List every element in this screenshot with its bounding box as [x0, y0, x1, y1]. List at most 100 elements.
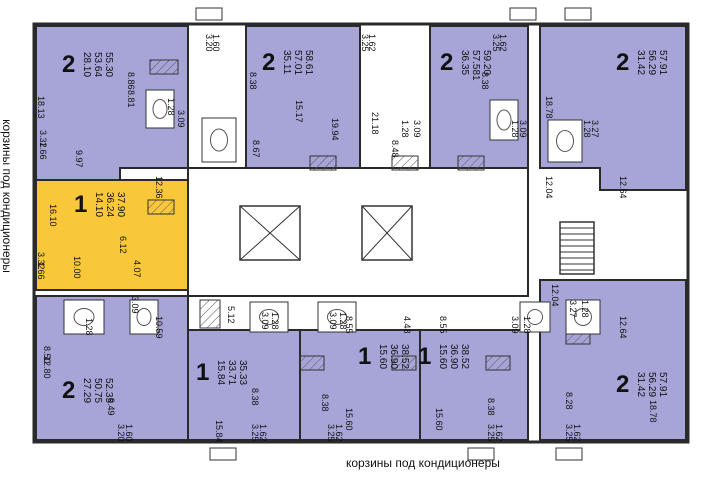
room-area-label: 3.09: [412, 120, 422, 138]
room-area-label: 16.10: [48, 204, 58, 227]
room-area-label: 12.36: [154, 176, 164, 199]
apartment-area-value: 36.24: [104, 192, 115, 217]
room-area-label: 9.97: [74, 150, 84, 168]
apartment-room-count: 2: [262, 49, 275, 76]
room-area-label: 9.49: [106, 398, 116, 416]
room-area-label: 8.38: [320, 394, 330, 412]
apartment-area-value: 50.75: [92, 378, 103, 403]
room-area-label: 1.60: [124, 424, 134, 442]
room-area-label: 3.32: [38, 130, 48, 148]
apartment-room-count: 1: [358, 343, 371, 370]
room-area-label: 8.86: [126, 72, 136, 90]
room-area-label: 1.28: [580, 300, 590, 318]
room-area-label: 5.12: [226, 306, 236, 324]
apartment-area-value: 59.20: [481, 50, 492, 75]
staircase-icon: [559, 221, 595, 275]
room-area-label: 12.64: [618, 176, 628, 199]
room-area-label: 18.13: [36, 96, 46, 119]
room-area-label: 15.60: [434, 408, 444, 431]
apartment-room-count: 1: [196, 359, 209, 386]
room-area-label: 12.04: [544, 176, 554, 199]
room-area-label: 1.28: [400, 120, 410, 138]
room-area-label: 8.38: [486, 398, 496, 416]
room-area-label: 8.38: [248, 72, 258, 90]
room-area-label: 8.55: [438, 316, 448, 334]
apartment-area-value: 36.90: [388, 344, 399, 369]
apartment-room-count: 2: [616, 371, 629, 398]
room-area-label: 15.17: [294, 100, 304, 123]
room-area-label: 8.28: [564, 392, 574, 410]
room-area-label: 3.09: [328, 312, 338, 330]
apartment-area-value: 52.35: [103, 378, 114, 403]
room-area-label: 8.38: [480, 72, 490, 90]
room-area-label: 3.27: [590, 120, 600, 138]
room-area-label: 3.27: [568, 300, 578, 318]
room-area-label: 3.32: [36, 252, 46, 270]
room-area-label: 8.50: [42, 346, 52, 364]
apartment-area-value: 37.90: [115, 192, 126, 217]
room-area-label: 1.28: [582, 120, 592, 138]
room-area-label: 8.81: [126, 90, 136, 108]
room-area-label: 3.20: [116, 424, 126, 442]
room-area-label: 3.09: [130, 296, 140, 314]
room-area-label: 1.62: [572, 424, 582, 442]
elevator-icon: [239, 205, 413, 261]
room-area-label: 18.78: [544, 96, 554, 119]
apartment-room-count: 2: [440, 49, 453, 76]
apartment-area-value: 35.33: [237, 360, 248, 385]
room-area-label: 1.60: [211, 34, 221, 52]
room-area-label: 21.18: [370, 112, 380, 135]
room-area-label: 8.55: [344, 316, 354, 334]
apartment-a2[interactable]: [245, 25, 361, 169]
apartment-area-value: 57.581: [470, 50, 481, 81]
apartment-area-value: 35.11: [281, 50, 292, 75]
room-area-label: 3.09: [260, 312, 270, 330]
room-area-label: 1.62: [258, 424, 268, 442]
room-area-label: 1.62: [334, 424, 344, 442]
room-area-label: 1.28: [84, 318, 94, 336]
corridor: [187, 167, 529, 297]
room-area-label: 6.12: [118, 236, 128, 254]
room-area-label: 1.62: [367, 34, 377, 52]
apartment-room-count: 2: [62, 377, 75, 404]
room-area-label: 10.00: [72, 256, 82, 279]
room-area-label: 12.64: [618, 316, 628, 339]
apartment-area-value: 38.52: [459, 344, 470, 369]
room-area-label: 1.28: [166, 98, 176, 116]
room-area-label: 3.25: [486, 424, 496, 442]
room-area-label: 3.25: [360, 34, 370, 52]
room-area-label: 18.78: [648, 400, 658, 423]
apartment-area-value: 15.60: [437, 344, 448, 369]
room-area-label: 4.48: [402, 316, 412, 334]
apartment-area-value: 57.01: [292, 50, 303, 75]
apartment-room-count: 1: [418, 343, 431, 370]
apartment-area-value: 15.84: [215, 360, 226, 385]
apartment-area-value: 15.60: [377, 344, 388, 369]
shafts: [147, 59, 591, 371]
apartment-a3[interactable]: [429, 25, 529, 169]
apartment-area-value: 36.90: [448, 344, 459, 369]
room-area-label: 15.60: [344, 408, 354, 431]
apartment-a10[interactable]: [539, 279, 687, 441]
caption-left: корзины под кондиционеры: [0, 119, 14, 273]
apartment-area-value: 53.64: [92, 52, 103, 77]
apartment-area-value: 36.35: [459, 50, 470, 75]
apartment-area-value: 57.91: [657, 50, 668, 75]
apartment-area-value: 58.61: [303, 50, 314, 75]
apartment-area-value: 38.52: [399, 344, 410, 369]
room-area-label: 3.25: [326, 424, 336, 442]
room-area-label: 8.38: [250, 388, 260, 406]
balconies: [195, 7, 592, 461]
apartment-area-value: 57.91: [657, 372, 668, 397]
apartment-area-value: 14.10: [93, 192, 104, 217]
room-area-label: 1.62: [494, 424, 504, 442]
room-area-label: 12.04: [550, 284, 560, 307]
room-area-label: 3.25: [491, 34, 501, 52]
room-area-label: 3.09: [176, 110, 186, 128]
apartment-area-value: 27.29: [81, 378, 92, 403]
apartment-room-count: 2: [62, 51, 75, 78]
apartment-a6[interactable]: [35, 295, 189, 441]
room-area-label: 10.59: [154, 316, 164, 339]
room-area-label: 1.62: [498, 34, 508, 52]
